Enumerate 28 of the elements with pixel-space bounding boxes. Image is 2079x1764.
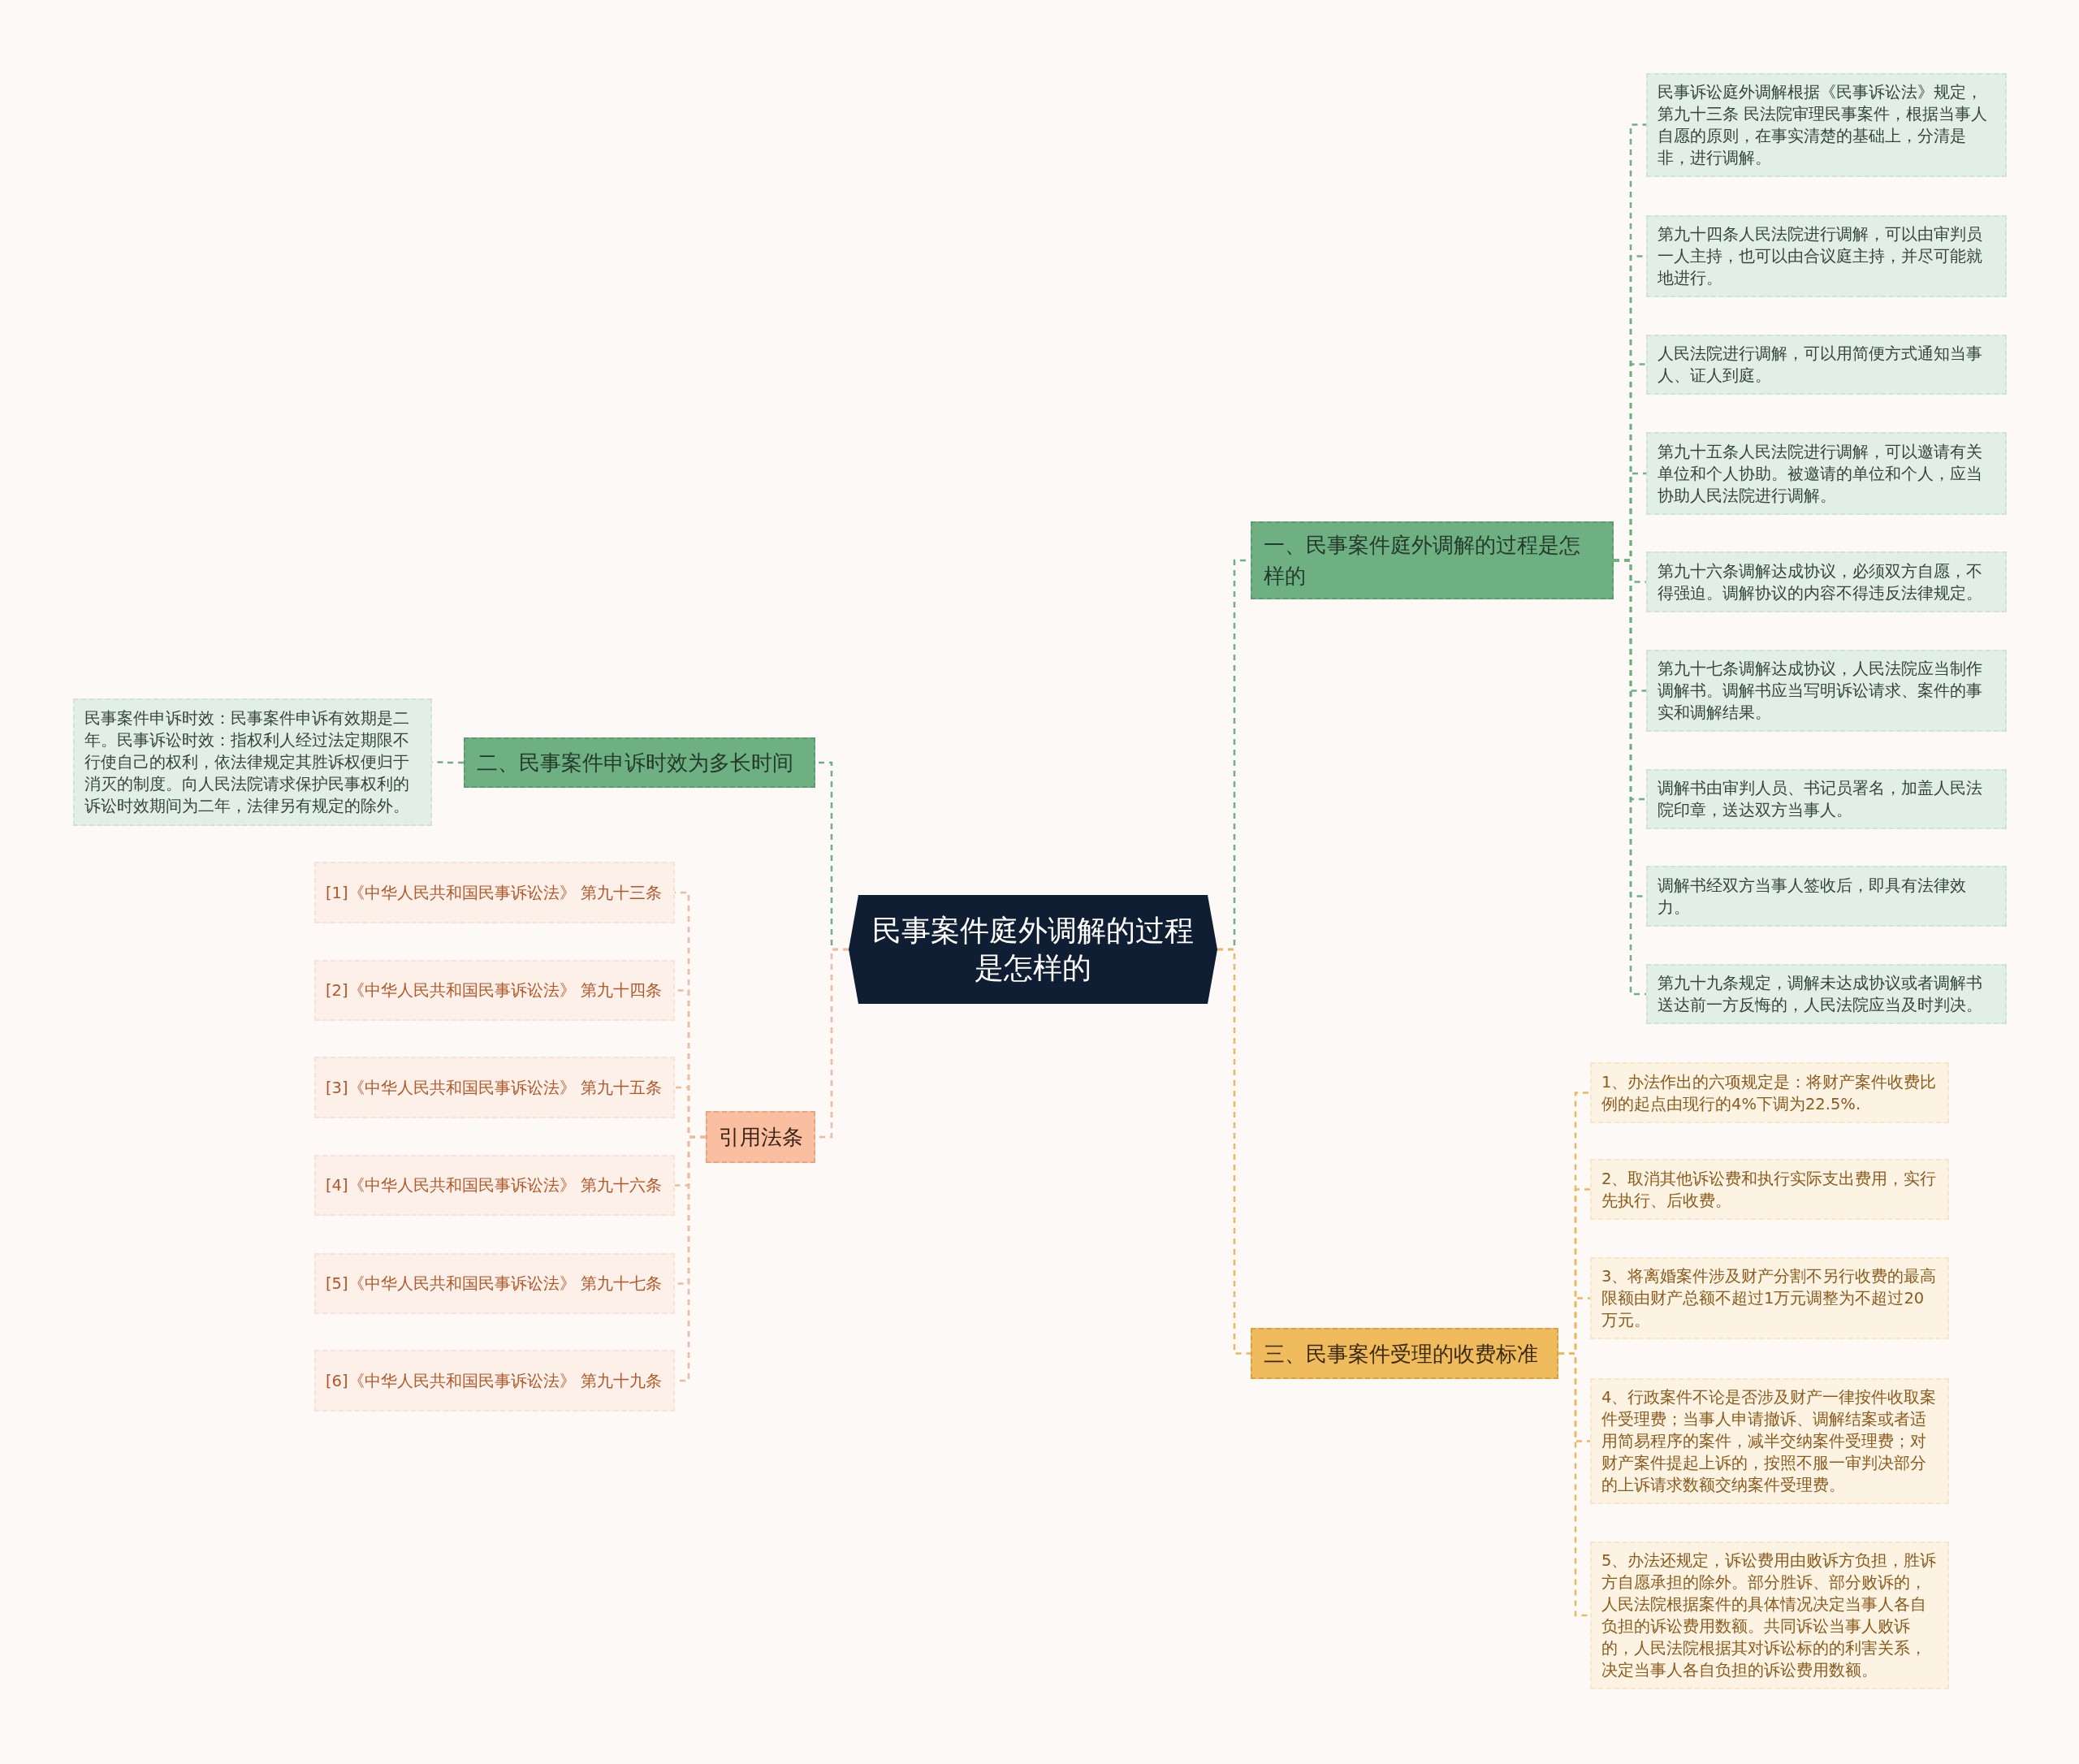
note-card: 民事案件申诉时效：民事案件申诉有效期是二年。民事诉讼时效：指权利人经过法定期限不行使自己的权利，依法律规定其胜诉权便归于消灭的制度。向人民法院请求保护民事权利的诉讼时效期间为二年，法律另有规定的除外。 [73, 698, 432, 826]
note-card: 第九十九条规定，调解未达成协议或者调解书送达前一方反悔的，人民法院应当及时判决。 [1646, 964, 2007, 1024]
note-card: 第九十四条人民法院进行调解，可以由审判员一人主持，也可以由合议庭主持，并尽可能就地进行。 [1646, 215, 2007, 297]
topic-box: 二、民事案件申诉时效为多长时间 [464, 737, 815, 788]
topic-box: 引用法条 [706, 1111, 815, 1163]
note-card: [4]《中华人民共和国民事诉讼法》 第九十六条 [314, 1155, 675, 1216]
note-card: 1、办法作出的六项规定是：将财产案件收费比例的起点由现行的4%下调为22.5%. [1590, 1062, 1949, 1123]
note-card: 人民法院进行调解，可以用简便方式通知当事人、证人到庭。 [1646, 335, 2007, 395]
central-topic: 民事案件庭外调解的过程是怎样的 [849, 895, 1217, 1004]
note-card: 第九十七条调解达成协议，人民法院应当制作调解书。调解书应当写明诉讼请求、案件的事实和调解结果。 [1646, 650, 2007, 732]
note-card: [3]《中华人民共和国民事诉讼法》 第九十五条 [314, 1057, 675, 1118]
note-card: 调解书经双方当事人签收后，即具有法律效力。 [1646, 866, 2007, 927]
note-card: [6]《中华人民共和国民事诉讼法》 第九十九条 [314, 1350, 675, 1412]
note-card: [1]《中华人民共和国民事诉讼法》 第九十三条 [314, 862, 675, 923]
note-card: 3、将离婚案件涉及财产分割不另行收费的最高限额由财产总额不超过1万元调整为不超过20万元。 [1590, 1257, 1949, 1339]
note-card: 5、办法还规定，诉讼费用由败诉方负担，胜诉方自愿承担的除外。部分胜诉、部分败诉的，人民法院根据案件的具体情况决定当事人各自负担的诉讼费用数额。共同诉讼当事人败诉的，人民法院根据其对诉讼标的的利害关系，决定当事人各自负担的诉讼费用数额。 [1590, 1541, 1949, 1689]
note-card: 4、行政案件不论是否涉及财产一律按件收取案件受理费；当事人申请撤诉、调解结案或者适用简易程序的案件，减半交纳案件受理费；对财产案件提起上诉的，按照不服一审判决部分的上诉请求数额交纳案件受理费。 [1590, 1378, 1949, 1504]
note-card: [2]《中华人民共和国民事诉讼法》 第九十四条 [314, 960, 675, 1021]
note-card: [5]《中华人民共和国民事诉讼法》 第九十七条 [314, 1253, 675, 1314]
note-card: 调解书由审判人员、书记员署名，加盖人民法院印章，送达双方当事人。 [1646, 769, 2007, 829]
note-card: 民事诉讼庭外调解根据《民事诉讼法》规定，第九十三条 民法院审理民事案件，根据当事人自愿的原则，在事实清楚的基础上，分清是非，进行调解。 [1646, 73, 2007, 177]
connector-line [1217, 948, 1251, 1355]
note-card: 第九十六条调解达成协议，必须双方自愿，不得强迫。调解协议的内容不得违反法律规定。 [1646, 551, 2007, 612]
topic-box: 一、民事案件庭外调解的过程是怎样的 [1251, 521, 1614, 599]
note-card: 2、取消其他诉讼费和执行实际支出费用，实行先执行、后收费。 [1590, 1159, 1949, 1220]
topic-box: 三、民事案件受理的收费标准 [1251, 1328, 1558, 1379]
note-card: 第九十五条人民法院进行调解，可以邀请有关单位和个人协助。被邀请的单位和个人，应当协助人民法院进行调解。 [1646, 432, 2007, 515]
connector-line [1558, 1352, 1590, 1617]
